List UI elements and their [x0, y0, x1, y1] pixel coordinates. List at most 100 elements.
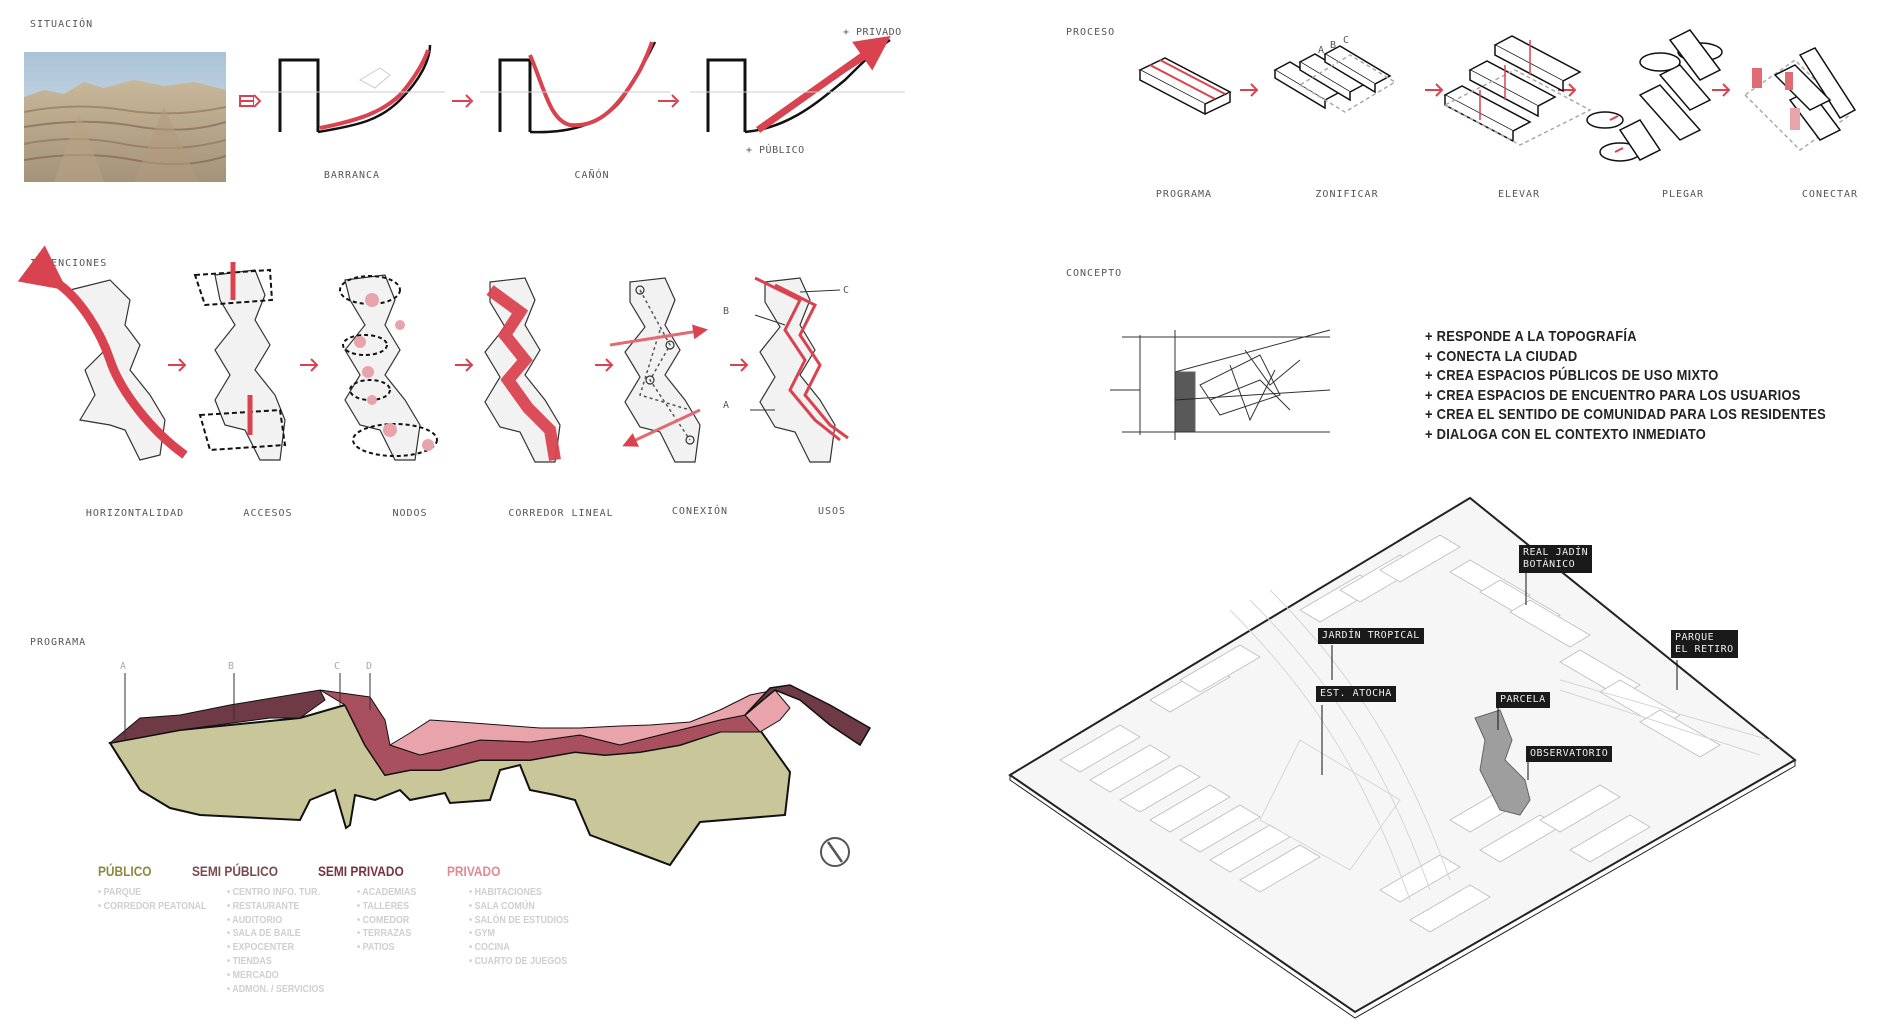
caption-horizontalidad: HORIZONTALIDAD	[85, 508, 185, 519]
axonometric-map	[1008, 496, 1797, 1019]
proceso-elevar	[1443, 35, 1592, 146]
canon-diagram	[480, 41, 670, 134]
legend-list-publico: PARQUE CORREDOR PEATONAL	[98, 886, 207, 914]
legend-list-privado: HABITACIONES SALA COMÚN SALÓN DE ESTUDIO…	[469, 886, 569, 969]
proceso-programa-block	[1138, 57, 1232, 116]
step-arrow-1	[239, 94, 262, 108]
label-publico: + PÚBLICO	[746, 145, 805, 156]
programa-letter-d: D	[366, 661, 373, 672]
legend-title-semi-privado: SEMI PRIVADO	[318, 863, 404, 879]
tag-real-jardin-botanico: REAL JADÍN BOTÁNICO	[1519, 545, 1593, 573]
legend-item: RESTAURANTE	[227, 900, 324, 914]
barranca-diagram	[260, 44, 445, 134]
tag-line: REAL JADÍN	[1523, 547, 1589, 558]
proceso-arrows	[1240, 83, 1731, 97]
caption-usos: USOS	[817, 506, 847, 517]
concepto-point: + CREA ESPACIOS DE ENCUENTRO PARA LOS US…	[1425, 386, 1801, 404]
caption-conectar: CONECTAR	[1801, 189, 1859, 200]
proceso-conectar	[1743, 47, 1857, 151]
proceso-plegar	[1586, 29, 1723, 162]
section-label-programa: PROGRAMA	[30, 637, 87, 648]
zonificar-letter-a: A	[1318, 45, 1325, 56]
legend-item: CENTRO INFO. TUR.	[227, 886, 324, 900]
section-label-situacion: SITUACIÓN	[30, 19, 94, 30]
section-label-concepto: CONCEPTO	[1066, 268, 1123, 279]
zonificar-letter-c: C	[1343, 35, 1350, 46]
legend-item: AUDITORIO	[227, 914, 324, 928]
legend-item: ACADEMIAS	[357, 886, 416, 900]
parcela-shape	[1474, 709, 1531, 816]
tag-line: EL RETIRO	[1675, 644, 1734, 655]
legend-item: CORREDOR PEATONAL	[98, 900, 207, 914]
tag-line: PARQUE	[1675, 632, 1715, 643]
legend-item: SALA COMÚN	[469, 900, 569, 914]
legend-item: SALA DE BAILE	[227, 927, 324, 941]
badlands-photo	[24, 52, 226, 182]
programa-letter-c: C	[334, 661, 341, 672]
caption-plegar: PLEGAR	[1661, 189, 1705, 200]
tag-parcela: PARCELA	[1496, 692, 1550, 708]
legend-title-privado: PRIVADO	[447, 863, 501, 879]
north-compass-icon	[820, 837, 850, 867]
legend-item: COMEDOR	[357, 914, 416, 928]
concepto-point: + RESPONDE A LA TOPOGRAFÍA	[1425, 328, 1637, 345]
section-label-intenciones: INTENCIONES	[30, 258, 108, 269]
legend-item: TIENDAS	[227, 955, 324, 969]
tag-line: BOTÁNICO	[1523, 559, 1576, 570]
caption-conexion: CONEXIÓN	[671, 506, 729, 517]
usos-letter-b: B	[723, 306, 730, 317]
concepto-point: + DIALOGA CON EL CONTEXTO INMEDIATO	[1425, 425, 1707, 443]
zone-privado	[388, 689, 791, 756]
caption-corredor-lineal: CORREDOR LINEAL	[508, 508, 614, 519]
intenciones-arrows	[168, 358, 749, 372]
tag-est-atocha: EST. ATOCHA	[1316, 686, 1396, 702]
site-outline-2	[193, 262, 287, 461]
legend-list-semi-privado: ACADEMIAS TALLERES COMEDOR TERRAZAS PATI…	[357, 886, 416, 955]
zone-semi-publico	[108, 689, 326, 744]
legend-item: SALÓN DE ESTUDIOS	[469, 914, 569, 928]
caption-barranca: BARRANCA	[323, 170, 381, 181]
concepto-sketch	[1110, 329, 1331, 440]
usos-letter-c: C	[843, 285, 850, 296]
tag-jardin-tropical: JARDÍN TROPICAL	[1318, 628, 1424, 644]
concepto-point: + CONECTA LA CIUDAD	[1425, 347, 1578, 365]
legend-title-semi-publico: SEMI PÚBLICO	[192, 863, 278, 879]
legend-list-semi-publico: CENTRO INFO. TUR. RESTAURANTE AUDITORIO …	[227, 886, 324, 996]
caption-nodos: NODOS	[392, 508, 428, 519]
site-outline-4	[484, 277, 561, 463]
section-label-proceso: PROCESO	[1066, 27, 1116, 38]
legend-item: COCINA	[469, 941, 569, 955]
zonificar-letter-b: B	[1330, 40, 1337, 51]
legend-item: CUARTO DE JUEGOS	[469, 955, 569, 969]
legend-item: MERCADO	[227, 969, 324, 983]
site-outline-5	[609, 277, 708, 463]
legend-item: EXPOCENTER	[227, 941, 324, 955]
legend-item: TALLERES	[357, 900, 416, 914]
step-arrow-2	[452, 94, 474, 108]
caption-accesos: ACCESOS	[243, 508, 293, 519]
zone-privado-east	[744, 684, 872, 747]
concepto-list: + RESPONDE A LA TOPOGRAFÍA + CONECTA LA …	[1425, 327, 1826, 444]
step-arrow-3	[658, 94, 680, 108]
legend-item: PATIOS	[357, 941, 416, 955]
concepto-point: + CREA ESPACIOS PÚBLICOS DE USO MIXTO	[1425, 367, 1719, 384]
situacion-arrows	[239, 94, 680, 108]
legend-item: TERRAZAS	[357, 927, 416, 941]
usos-letter-a: A	[723, 400, 730, 411]
caption-canon: CAÑÓN	[574, 170, 610, 181]
legend-item: GYM	[469, 927, 569, 941]
site-outline-6	[750, 276, 849, 463]
privado-publico-diagram	[690, 35, 905, 134]
legend-item: HABITACIONES	[469, 886, 569, 900]
legend-item: PARQUE	[98, 886, 206, 900]
concepto-point: + CREA EL SENTIDO DE COMUNIDAD PARA LOS …	[1425, 406, 1827, 423]
tag-parque-el-retiro: PARQUE EL RETIRO	[1671, 630, 1738, 658]
programa-plan	[108, 673, 872, 867]
caption-programa-step: PROGRAMA	[1155, 189, 1213, 200]
site-outline-1	[17, 245, 188, 461]
caption-zonificar: ZONIFICAR	[1315, 189, 1379, 200]
legend-title-publico: PÚBLICO	[98, 863, 152, 879]
tag-observatorio: OBSERVATORIO	[1526, 746, 1613, 762]
programa-letter-b: B	[228, 661, 235, 672]
